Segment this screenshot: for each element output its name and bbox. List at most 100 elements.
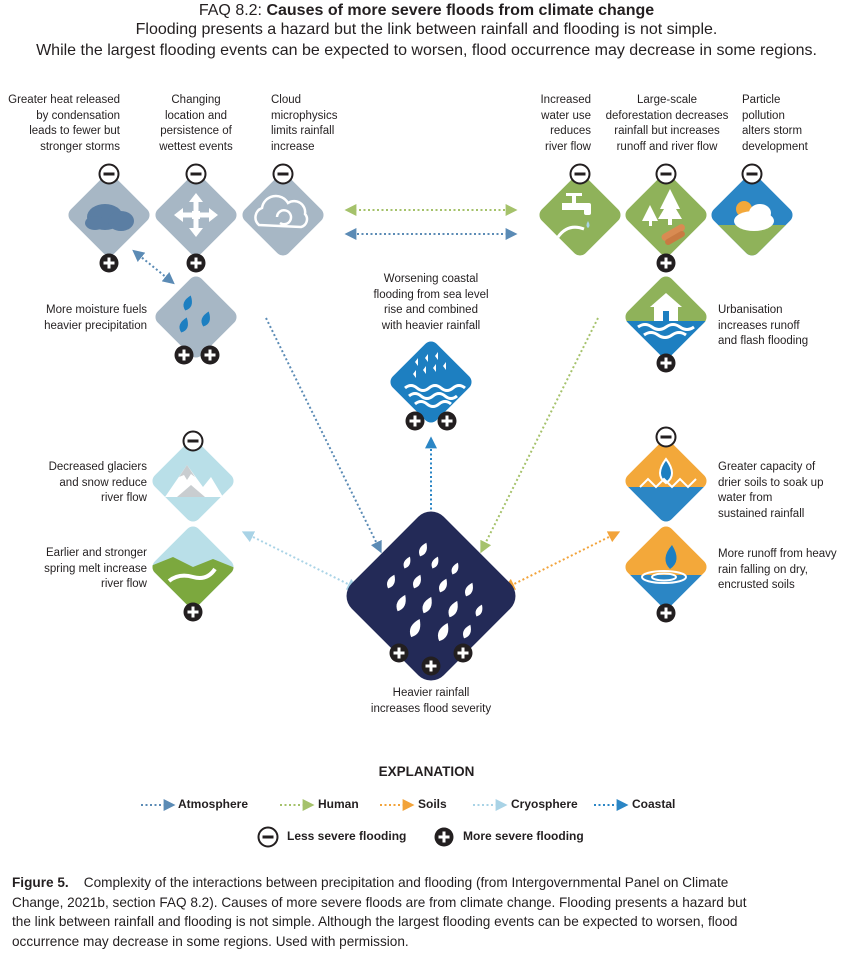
arrow-heat-moisture [132, 249, 175, 285]
mountain-icon [165, 465, 223, 497]
label-deforestation: Large-scale deforestation decreases rain… [598, 93, 736, 155]
legend-soils: Soils [418, 797, 447, 811]
tile-heat-storms [68, 174, 150, 256]
label-line: runoff and river flow [616, 140, 718, 153]
plus-icon [421, 656, 441, 676]
figure-caption: Figure 5. Complexity of the interactions… [12, 873, 844, 951]
label-line: More runoff from heavy [718, 548, 837, 560]
tile-glaciers [152, 440, 234, 522]
label-line: sustained rainfall [718, 507, 805, 520]
plus-icon [174, 345, 194, 365]
legend-atmosphere: Atmosphere [178, 797, 249, 811]
tap-icon [556, 193, 591, 238]
label-coastal: Worsening coastal flooding from sea leve… [361, 272, 501, 334]
plus-icon [437, 411, 457, 431]
arrow-cryosphere-heavier [241, 531, 360, 590]
label-line: Increased [540, 94, 591, 106]
house-flood-icon [637, 293, 695, 339]
legend-less-severe: Less severe flooding [287, 829, 407, 843]
minus-icon [182, 430, 204, 452]
minus-icon [741, 163, 763, 185]
plus-icon [99, 253, 119, 273]
flood-diagram [68, 163, 796, 681]
label-line: Decreased glaciers [48, 461, 147, 473]
label-line: river flow [544, 140, 591, 153]
label-line: location and [164, 109, 228, 122]
label-line: Changing [171, 94, 221, 106]
label-line: microphysics [271, 109, 338, 122]
label-line: Large-scale [636, 94, 698, 106]
figure-title: FAQ 8.2: Causes of more severe floods fr… [0, 1, 853, 21]
subtitle-line-2: While the largest flooding events can be… [36, 42, 817, 59]
label-line: stronger storms [40, 140, 120, 153]
label-line: alters storm [742, 125, 803, 137]
label-line: spring melt increase [44, 562, 147, 575]
label-drier: Greater capacity of drier soils to soak … [718, 460, 848, 522]
plus-icon [389, 643, 409, 663]
label-line: increase [271, 140, 315, 153]
label-line: development [742, 140, 808, 153]
label-location: Changing location and persistence of wet… [147, 93, 245, 155]
caption-line-3: the link between rainfall and flooding i… [12, 914, 738, 929]
explanation-title: EXPLANATION [378, 764, 475, 779]
tile-coastal [387, 338, 475, 426]
label-line: deforestation decreases [605, 109, 729, 122]
label-line: leads to fewer but [29, 125, 120, 137]
label-line: rain falling on dry, [718, 563, 808, 576]
tile-location-wettest [155, 174, 237, 256]
minus-icon [272, 163, 294, 185]
label-line: heavier precipitation [44, 319, 147, 332]
label-glaciers: Decreased glaciers and snow reduce river… [20, 460, 147, 507]
legend-human: Human [318, 797, 359, 811]
label-line: Earlier and stronger [46, 547, 147, 559]
label-runoff: More runoff from heavy rain falling on d… [718, 547, 850, 594]
caption-label: Figure 5. [12, 875, 69, 890]
raindrops-icon [179, 295, 210, 333]
minus-icon [655, 426, 677, 448]
label-line: Urbanisation [718, 304, 783, 316]
minus-icon [655, 163, 677, 185]
label-line: and flash flooding [718, 335, 809, 347]
legend-cryosphere: Cryosphere [511, 797, 578, 811]
label-line: Worsening coastal [383, 273, 479, 285]
plus-icon [434, 827, 454, 847]
plus-icon [656, 603, 676, 623]
label-line: by condensation [36, 109, 120, 122]
label-line: Greater heat released [8, 94, 120, 106]
tile-heavier-rainfall [346, 511, 516, 681]
plus-icon [656, 353, 676, 373]
sun-cloud-icon [734, 201, 774, 231]
label-line: wettest events [159, 140, 233, 153]
legend-coastal: Coastal [632, 797, 676, 811]
label-line: Greater capacity of [718, 461, 816, 473]
label-spring: Earlier and stronger spring melt increas… [20, 546, 147, 593]
label-line: and snow reduce [59, 476, 147, 489]
arrows-icon [174, 193, 218, 237]
tile-more-moisture [155, 276, 237, 358]
river-icon [167, 567, 217, 583]
minus-icon [569, 163, 591, 185]
label-line: water use [541, 109, 591, 122]
cycle-icon [254, 194, 309, 229]
minus-icon [185, 163, 207, 185]
label-line: rainfall but increases [614, 125, 720, 137]
label-pollution: Particle pollution alters storm developm… [742, 93, 842, 155]
drop-soil-icon [639, 457, 697, 489]
trees-icon [642, 189, 685, 245]
title-main: Causes of more severe floods from climat… [266, 2, 655, 19]
label-line: encrusted soils [718, 579, 795, 591]
label-line: increases runoff [718, 319, 800, 332]
plus-icon [405, 411, 425, 431]
label-heat: Greater heat released by condensation le… [2, 93, 120, 155]
tile-cloud-microphysics [242, 174, 324, 256]
label-line: pollution [742, 109, 785, 122]
plus-icon [453, 643, 473, 663]
plus-icon [200, 345, 220, 365]
label-line: limits rainfall [271, 125, 335, 137]
minus-icon [257, 826, 279, 848]
legend-lines [141, 799, 629, 848]
arrow-atmosphere-to-heavier [265, 317, 382, 554]
label-cloud: Cloud microphysics limits rainfall incre… [271, 93, 371, 155]
arrow-soils-heavier [502, 531, 621, 590]
plus-icon [186, 253, 206, 273]
